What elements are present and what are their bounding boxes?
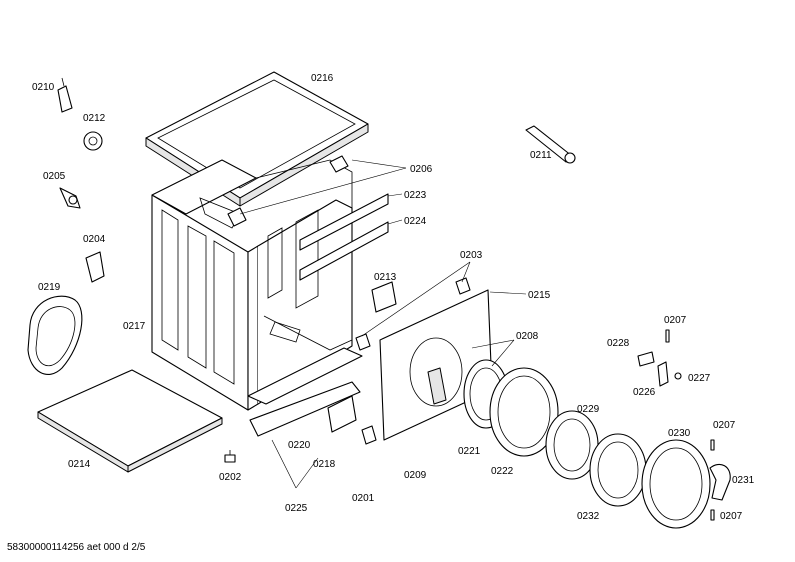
- part-0213-bracket[interactable]: [371, 281, 397, 313]
- part-0210[interactable]: [57, 77, 73, 113]
- label-0213: 0213: [374, 272, 397, 283]
- label-0226: 0226: [633, 387, 656, 398]
- label-0218: 0218: [313, 459, 336, 470]
- label-0219: 0219: [38, 282, 61, 293]
- part-0229[interactable]: [545, 410, 599, 480]
- part-0220-panel[interactable]: [249, 381, 361, 437]
- part-0222-inner-frame[interactable]: [489, 367, 559, 457]
- part-0218-latch[interactable]: [327, 395, 357, 433]
- part-0232-glass[interactable]: [589, 433, 647, 507]
- label-0214: 0214: [68, 459, 91, 470]
- label-0232: 0232: [577, 511, 600, 522]
- label-0211: 0211: [530, 150, 552, 161]
- label-0206: 0206: [410, 164, 433, 175]
- part-0217-cabinet[interactable]: [151, 159, 363, 411]
- label-0208: 0208: [516, 331, 539, 342]
- part-0204[interactable]: [85, 251, 105, 283]
- label-0222: 0222: [491, 466, 514, 477]
- part-labels: 0210 0212 0205 0204 0219 0217 0214 0216 …: [32, 73, 755, 522]
- label-0224: 0224: [404, 216, 427, 227]
- part-0214-base-plate[interactable]: [37, 369, 223, 473]
- part-0202-foot[interactable]: [224, 450, 236, 463]
- part-0211-wrench[interactable]: [525, 125, 576, 164]
- label-0230: 0230: [668, 428, 691, 439]
- label-0231: 0231: [732, 475, 755, 486]
- part-0231-handle[interactable]: [709, 463, 731, 501]
- part-0219-gasket[interactable]: [27, 295, 83, 375]
- label-0202: 0202: [219, 472, 242, 483]
- part-0201[interactable]: [361, 425, 377, 445]
- part-0203-clip[interactable]: [355, 277, 471, 351]
- part-0228-hinge[interactable]: [637, 351, 655, 367]
- label-0204: 0204: [83, 234, 106, 245]
- part-0226-hinge[interactable]: [657, 361, 669, 387]
- part-0215-front-panel[interactable]: [379, 289, 493, 441]
- label-0201: 0201: [352, 493, 375, 504]
- label-0207-b: 0207: [713, 420, 736, 431]
- label-0205: 0205: [43, 171, 66, 182]
- part-0224-rail[interactable]: [299, 221, 389, 281]
- part-0212[interactable]: [83, 131, 103, 151]
- part-0207-pin[interactable]: [665, 329, 715, 521]
- part-0230-outer-ring[interactable]: [641, 439, 711, 529]
- label-0216: 0216: [311, 73, 334, 84]
- label-0221: 0221: [458, 446, 481, 457]
- part-0206-clip[interactable]: [227, 155, 349, 227]
- label-0220: 0220: [288, 440, 311, 451]
- label-0207-c: 0207: [720, 511, 743, 522]
- label-0225: 0225: [285, 503, 308, 514]
- label-0203: 0203: [460, 250, 483, 261]
- label-0212: 0212: [83, 113, 106, 124]
- label-0229: 0229: [577, 404, 600, 415]
- label-0210: 0210: [32, 82, 55, 93]
- document-id-footer: 58300000114256 aet 000 d 2/5: [7, 542, 146, 553]
- part-0227-screw[interactable]: [674, 372, 682, 380]
- label-0217: 0217: [123, 321, 146, 332]
- label-0209: 0209: [404, 470, 427, 481]
- label-0227: 0227: [688, 373, 711, 384]
- label-0207-a: 0207: [664, 315, 687, 326]
- label-0228: 0228: [607, 338, 630, 349]
- part-0205[interactable]: [59, 187, 81, 209]
- part-0223-rail[interactable]: [299, 193, 389, 251]
- label-0215: 0215: [528, 290, 551, 301]
- leader-lines: [239, 159, 527, 489]
- label-0223: 0223: [404, 190, 427, 201]
